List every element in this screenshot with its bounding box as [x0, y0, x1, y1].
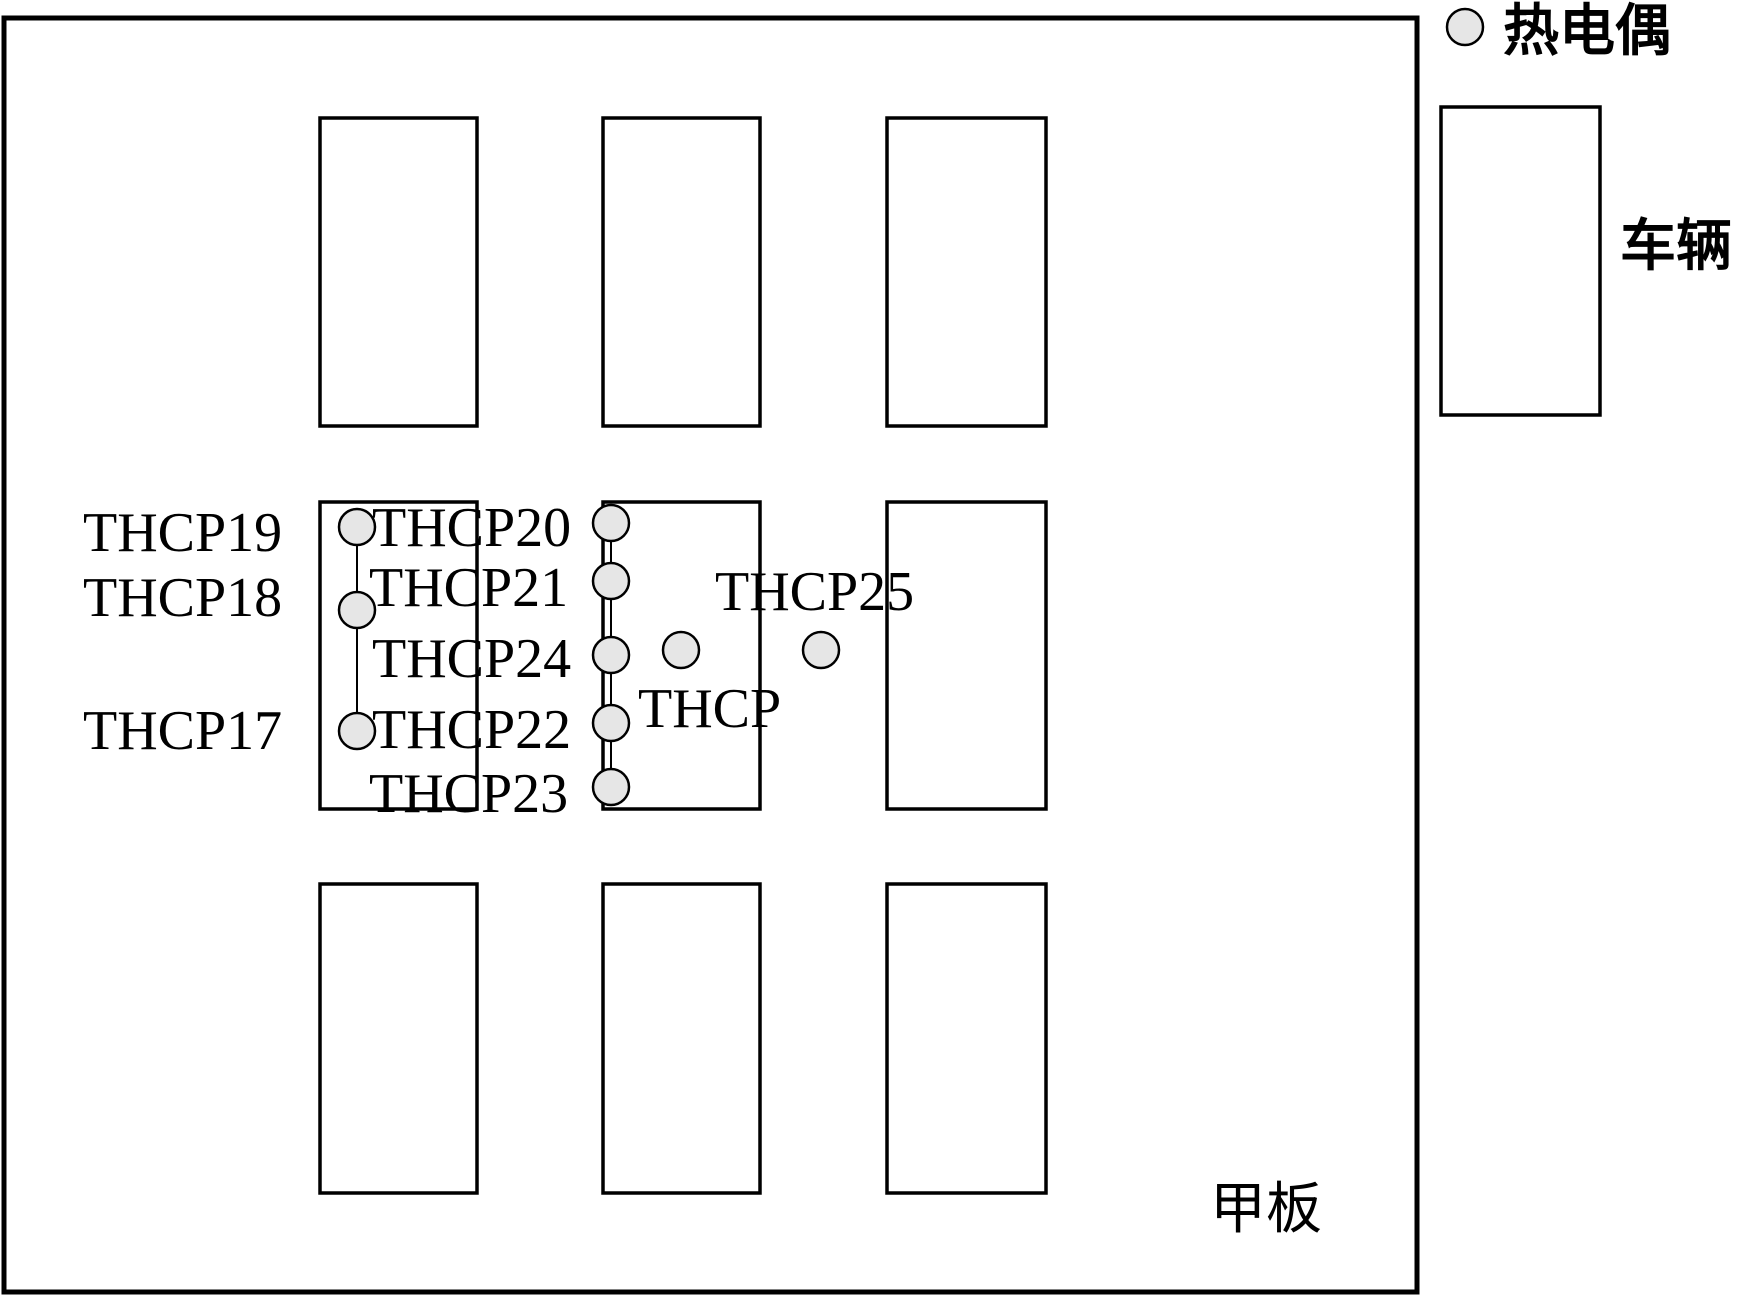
sensor-marker-thcp19	[337, 507, 377, 547]
sensor-marker-thcp17	[337, 711, 377, 751]
vehicle-r2-c1	[318, 500, 479, 811]
vehicle-r1-c2	[601, 116, 762, 428]
sensor-marker-thcp24	[591, 635, 631, 675]
sensor-marker-thcp23	[591, 767, 631, 807]
sensor-marker-thcp20	[591, 503, 631, 543]
sensor-label-thcp19: THCP19	[83, 502, 282, 564]
vehicle-r1-c1	[318, 116, 479, 428]
sensor-marker-thcp22	[591, 703, 631, 743]
vehicle-r1-c3	[885, 116, 1048, 428]
sensor-label-thcp24: THCP24	[372, 628, 571, 690]
sensor-label-thcp18: THCP18	[83, 567, 282, 629]
sensor-label-thcp20: THCP20	[372, 497, 571, 559]
legend-vehicle-box	[1439, 105, 1602, 417]
legend-vehicle-label: 车辆	[1620, 214, 1732, 279]
deck-outline	[1, 15, 1420, 1295]
sensor-marker-thcp25	[801, 630, 841, 670]
sensor-marker-thcp	[661, 630, 701, 670]
deck-label: 甲板	[1210, 1177, 1322, 1242]
legend-thermocouple-label: 热电偶	[1503, 0, 1671, 64]
sensor-marker-thcp21	[591, 561, 631, 601]
sensor-label-thcp: THCP	[638, 678, 781, 740]
vehicle-r3-c3	[885, 882, 1048, 1195]
sensor-label-thcp17: THCP17	[83, 700, 282, 762]
vehicle-r3-c2	[601, 882, 762, 1195]
sensor-label-thcp22: THCP22	[372, 699, 571, 761]
sensor-label-thcp21: THCP21	[369, 557, 568, 619]
sensor-marker-thcp18	[337, 590, 377, 630]
legend-vehicle: 车辆	[1439, 105, 1732, 417]
vehicle-r2-c3	[885, 500, 1048, 811]
legend-thermocouple-marker	[1445, 7, 1485, 47]
vehicle-r3-c1	[318, 882, 479, 1195]
sensor-label-thcp23: THCP23	[369, 763, 568, 825]
sensor-markers	[337, 503, 841, 807]
sensor-label-thcp25: THCP25	[715, 561, 914, 623]
legend-thermocouple: 热电偶	[1445, 0, 1671, 64]
